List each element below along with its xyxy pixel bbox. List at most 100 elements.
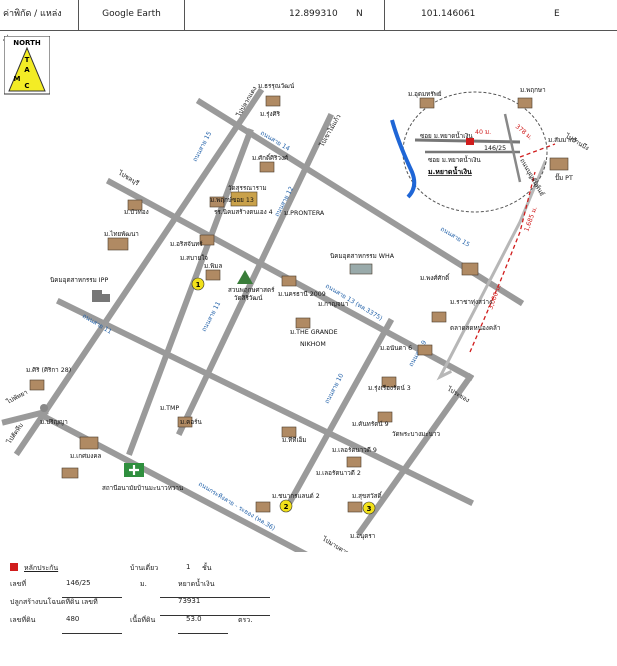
storeys-value: 1	[186, 563, 191, 571]
place-label: ม.อริสจันทร์	[170, 240, 203, 248]
marker-3-label: 3	[367, 505, 372, 513]
house-icon	[209, 196, 225, 208]
area-value: 53.0	[186, 615, 202, 623]
place-label: ม.บัวทอง	[124, 209, 149, 216]
house-icon	[461, 262, 479, 276]
inset-road-b: ซอย ม.หยาดน้ำเงิน	[428, 155, 481, 164]
land-no-value: 480	[66, 615, 80, 623]
house-icon	[377, 411, 393, 423]
road-label-10: ถนนสาย 10	[324, 373, 346, 405]
temple-icon	[230, 191, 258, 207]
place-label: ม.ศิริ (ศิริกา 28)	[26, 366, 71, 374]
underline	[160, 605, 270, 616]
latitude-dir: N	[356, 9, 363, 19]
place-label: วัดสุรรณาราม	[228, 185, 267, 192]
place-label: ม.พงศ์ศักดิ์	[420, 273, 451, 282]
place-label: ม.นครธานี 2009	[278, 290, 326, 298]
area-label: เนื้อที่ดิน	[130, 616, 156, 624]
place-label: ม.สุขสวัสดิ์	[352, 491, 383, 500]
north-title: NORTH	[13, 39, 41, 47]
place-label: ม.รุ่งเรืองรัตน์ 3	[368, 384, 411, 392]
inset-road-a: ซอย ม.หยาดน้ำเงิน	[420, 131, 473, 140]
place-label: ม.สบายใจ	[180, 254, 208, 262]
type-label: บ้านเดี่ยว	[130, 564, 159, 572]
place-label: ม.อุดมทรัพย์	[408, 90, 442, 98]
roundabout-icon	[40, 404, 48, 412]
underline	[62, 587, 122, 598]
land-no-label: เลขที่ดิน	[10, 616, 36, 624]
place-label: ม.เลอรัตนาวดี 9	[332, 446, 377, 454]
house-icon	[107, 237, 129, 251]
place-label: สวนพฤกษศาสตร์	[228, 286, 275, 294]
road-10	[285, 317, 395, 507]
house-icon	[205, 269, 221, 281]
place-label: ม.TMP	[160, 405, 179, 412]
house-icon	[61, 467, 79, 479]
place-label: ม.ไทยพัฒนา	[104, 230, 139, 238]
house-icon	[419, 97, 435, 109]
marker-2-label: 2	[284, 503, 289, 511]
road-west	[40, 87, 265, 417]
location-map: ถนนสาย 15 ถนนสาย 12 ถนนสาย 13 (ทล.3375) …	[1, 82, 590, 552]
place-label: รร.นิคมสร้างตนเอง 4	[214, 208, 273, 216]
factory-icon	[349, 263, 373, 275]
marker-2	[279, 499, 293, 513]
place-label: ม.ปริญญา	[40, 418, 68, 426]
place-label: ม.รุ่งศิริ	[260, 110, 281, 118]
longitude-dir: E	[554, 9, 560, 19]
north-letter-a: A	[24, 66, 30, 74]
place-label: นิคมอุตสาหกรรม WHA	[330, 252, 395, 260]
road-nongkla	[436, 160, 547, 381]
place-label: ม.อนุตรา	[350, 533, 375, 540]
house-icon	[431, 311, 447, 323]
place-label: ม.อนันดา 6	[380, 345, 412, 352]
house-icon	[177, 416, 193, 428]
legend-row-3: ปลูกสร้างบนโฉนดที่ดิน เลขที่ 73931	[10, 597, 272, 611]
river-icon	[390, 119, 417, 199]
place-label: ม.ชนากรแลนด์ 2	[272, 492, 320, 500]
underline	[178, 623, 228, 634]
route-line-inset	[519, 143, 556, 158]
north-letter-t: T	[25, 56, 30, 64]
marker-1-label: 1	[196, 281, 201, 289]
road-11	[55, 297, 475, 507]
house-icon	[281, 275, 297, 287]
inset-house-no: 146/25	[484, 145, 506, 152]
collateral-label: หลักประกัน	[24, 564, 59, 572]
route-dist5: 3,000 ม.	[487, 284, 503, 311]
house-icon	[281, 426, 297, 438]
property-legend: หลักประกัน บ้านเดี่ยว 1 ชั้น เลขที่ 146/…	[10, 563, 272, 656]
place-label: ม.พฤกษา	[520, 87, 546, 94]
north-letter-m: M	[14, 75, 21, 83]
coordinate-bar: ค่าพิกัด / แหล่งที่มา Google Earth 12.89…	[0, 0, 617, 47]
direction-pattaya: ไปพัทยา	[4, 388, 29, 406]
north-indicator: NORTH T A M C	[3, 35, 51, 96]
legend-row-2: เลขที่ 146/25 ม. หยาดน้ำเงิน	[10, 579, 272, 593]
house-icon	[381, 376, 397, 388]
place-label: ม.กาญจนา	[318, 301, 348, 308]
inset-dist3: 378 ม.	[514, 123, 534, 141]
house-icon	[259, 161, 275, 173]
legend-row-4: เลขที่ดิน 480 เนื้อที่ดิน 53.0 ตรว.	[10, 615, 272, 629]
place-label: ม.เลอรัตนาวดี 2	[316, 469, 361, 477]
house-icon	[199, 234, 215, 246]
road-label-13b: ถนนสาย 11	[201, 301, 223, 333]
legend-row-1: หลักประกัน บ้านเดี่ยว 1 ชั้น	[10, 563, 272, 577]
house-icon	[265, 95, 281, 107]
place-label: ม.ราชาทุ่งสว่าง	[450, 299, 492, 306]
road-label-15b: ถนนสาย 15	[439, 226, 471, 249]
place-label: สถานีอนามัยบ้านมะนาวหวาน	[102, 484, 184, 492]
place-label: ตลาดสดหนองคล้า	[450, 324, 500, 332]
collateral-swatch-icon	[10, 563, 18, 571]
house-icon	[347, 501, 363, 513]
place-label: วัดสิริวัฒน์	[234, 294, 263, 302]
north-arrow-icon	[8, 46, 46, 92]
north-letter-c: C	[24, 82, 29, 90]
place-label: ม.สัมมากร	[548, 137, 578, 144]
place-label: นิคมอุตสาหกรรม IPP	[50, 276, 108, 284]
road-to-pattaya	[1, 408, 49, 426]
place-label: ม.ศักดิ์ศิริวงศ์	[252, 153, 288, 162]
factory-ipp-icon	[92, 290, 110, 302]
place-label: ม.THE GRANDE	[290, 329, 338, 336]
house-icon	[295, 317, 311, 329]
